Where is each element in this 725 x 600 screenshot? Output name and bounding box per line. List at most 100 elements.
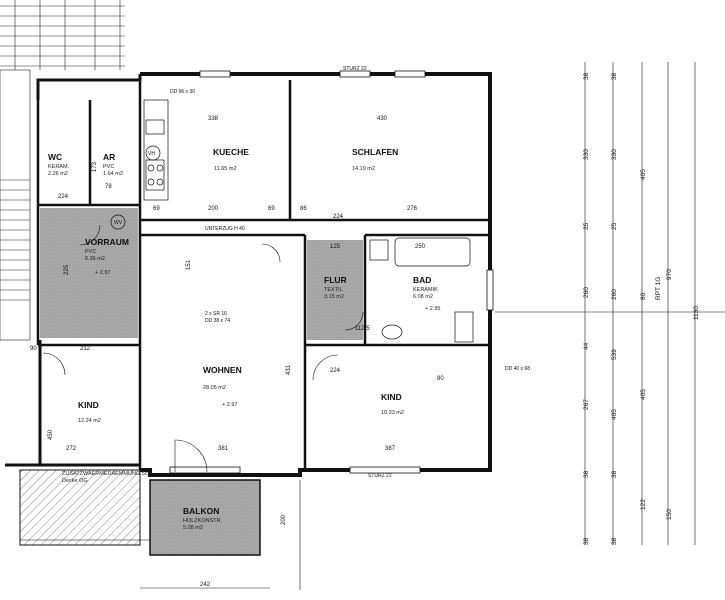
- svg-text:10.33 m2: 10.33 m2: [381, 410, 404, 416]
- svg-text:1.64 m2: 1.64 m2: [103, 171, 123, 177]
- dim-242: 242: [200, 582, 211, 588]
- bath-fixtures: [110, 214, 474, 343]
- dim-212: 212: [80, 346, 91, 352]
- balkon-fill: [149, 479, 261, 556]
- svg-text:405: 405: [640, 389, 647, 400]
- label-dd-kueche: DD 96 x 30: [170, 89, 195, 95]
- svg-text:970: 970: [666, 269, 673, 280]
- dim-224a: 224: [58, 194, 69, 200]
- svg-text:14.19 m2: 14.19 m2: [352, 166, 375, 172]
- svg-text:3.15 m2: 3.15 m2: [324, 294, 344, 300]
- label-stair: 2 x SR 16: [205, 311, 227, 317]
- svg-text:12.24 m2: 12.24 m2: [78, 418, 101, 424]
- dim-250: 250: [415, 244, 426, 250]
- dim-430: 430: [377, 116, 388, 122]
- svg-text:+ 2.97: + 2.97: [95, 270, 110, 276]
- inner-walls: [36, 80, 490, 470]
- svg-text:405: 405: [640, 169, 647, 180]
- svg-text:6.08 m2: 6.08 m2: [413, 294, 433, 300]
- svg-text:BAD: BAD: [413, 275, 431, 285]
- dim-78: 78: [105, 184, 112, 190]
- dim-338: 338: [208, 116, 219, 122]
- svg-text:38: 38: [611, 72, 618, 80]
- svg-text:PVC: PVC: [85, 249, 96, 255]
- svg-text:330: 330: [583, 149, 590, 160]
- svg-text:38: 38: [611, 537, 618, 545]
- svg-text:+ 2.97: + 2.97: [222, 402, 237, 408]
- label-unterzug: UNTERZUG H 40: [205, 226, 245, 232]
- svg-text:KIND: KIND: [381, 392, 402, 402]
- svg-text:405: 405: [611, 409, 618, 420]
- room-vorraum: VORRAUM PVC 6.36 m2 + 2.97: [85, 237, 129, 276]
- dim-69b: 69: [268, 206, 275, 212]
- svg-text:28.05 m2: 28.05 m2: [203, 385, 226, 391]
- svg-text:RPT 1G: RPT 1G: [655, 277, 662, 300]
- svg-text:2.26 m2: 2.26 m2: [48, 171, 68, 177]
- bottom-dim-lines: [20, 480, 301, 590]
- dim-125: 125: [330, 244, 341, 250]
- svg-text:5.08 m2: 5.08 m2: [183, 525, 203, 531]
- svg-text:ZUSATZWAERMEDAEMMUNG 5cm: ZUSATZWAERMEDAEMMUNG 5cm: [62, 471, 153, 477]
- svg-text:11.65 m2: 11.65 m2: [214, 166, 237, 172]
- svg-text:FLUR: FLUR: [324, 275, 347, 285]
- label-stair2: DD 38 x 74: [205, 318, 230, 324]
- svg-text:SCHLAFEN: SCHLAFEN: [352, 147, 398, 157]
- svg-text:330: 330: [611, 149, 618, 160]
- svg-text:150: 150: [666, 509, 673, 520]
- dim-69a: 69: [153, 206, 160, 212]
- room-wc: WC KERAM. 2.26 m2: [48, 152, 70, 177]
- svg-text:260: 260: [611, 289, 618, 300]
- room-kind-right: KIND 10.33 m2: [381, 392, 404, 416]
- dim-272: 272: [66, 446, 77, 452]
- label-dd-bad: DD 40 x 68: [505, 366, 530, 372]
- room-bad: BAD KERAMIK 6.08 m2 + 2.95: [413, 275, 440, 312]
- svg-text:Decke OG: Decke OG: [62, 478, 88, 484]
- room-wohnen: WOHNEN 28.05 m2 + 2.97: [203, 365, 242, 408]
- svg-text:WOHNEN: WOHNEN: [203, 365, 242, 375]
- dim-200b: 200: [281, 514, 287, 525]
- svg-text:BALKON: BALKON: [183, 506, 219, 516]
- svg-text:38: 38: [611, 470, 618, 478]
- dim-151: 151: [186, 259, 192, 270]
- flur-fill: [307, 240, 363, 340]
- svg-text:KIND: KIND: [78, 400, 99, 410]
- room-flur: FLUR TEXTIL 3.15 m2: [324, 275, 347, 300]
- room-schlafen: SCHLAFEN 14.19 m2: [352, 147, 398, 172]
- label-wv: WV: [114, 220, 123, 226]
- svg-text:KUECHE: KUECHE: [213, 147, 249, 157]
- room-kind-left: KIND 12.24 m2: [78, 400, 101, 424]
- svg-text:6.36 m2: 6.36 m2: [85, 256, 105, 262]
- svg-text:1130: 1130: [693, 306, 700, 320]
- dim-200: 200: [208, 206, 219, 212]
- room-kueche: KUECHE 11.65 m2: [213, 147, 249, 172]
- svg-text:38: 38: [583, 537, 590, 545]
- right-dims-col3: 405 80 405 122: [640, 169, 647, 510]
- right-dim-lines: [495, 62, 725, 545]
- svg-text:260: 260: [583, 287, 590, 298]
- label-sturz-top: STURZ 22: [343, 66, 367, 72]
- door-swings: [42, 224, 364, 473]
- windows: [169, 70, 494, 474]
- zusatz-note: ZUSATZWAERMEDAEMMUNG 5cm Decke OG: [62, 471, 153, 484]
- right-dims-col5: 1130: [693, 306, 700, 320]
- dim-450: 450: [48, 429, 54, 440]
- svg-text:267: 267: [583, 399, 590, 410]
- room-ar: AR PVC 1.64 m2: [103, 152, 123, 177]
- right-dims-col1: 38 330 25 260 44 267 38 38: [583, 72, 590, 545]
- svg-text:KERAMIK: KERAMIK: [413, 287, 438, 293]
- label-sturz-bottom: STURZ 22: [368, 473, 392, 479]
- dim-225: 225: [64, 264, 70, 275]
- dim-86: 86: [300, 206, 307, 212]
- svg-text:WC: WC: [48, 152, 62, 162]
- dim-112: 112.5: [355, 326, 370, 332]
- outer-walls: [5, 72, 492, 477]
- right-dims-col2: 38 330 25 260 539 405 38 38: [611, 72, 618, 545]
- dim-387: 387: [385, 446, 396, 452]
- dim-224c: 224: [330, 368, 341, 374]
- svg-text:PVC: PVC: [103, 164, 114, 170]
- svg-text:+ 2.95: + 2.95: [425, 306, 440, 312]
- svg-text:KERAM.: KERAM.: [48, 164, 70, 170]
- kitchen-fixtures: [143, 99, 169, 201]
- svg-text:38: 38: [583, 470, 590, 478]
- dim-224b: 224: [333, 214, 344, 220]
